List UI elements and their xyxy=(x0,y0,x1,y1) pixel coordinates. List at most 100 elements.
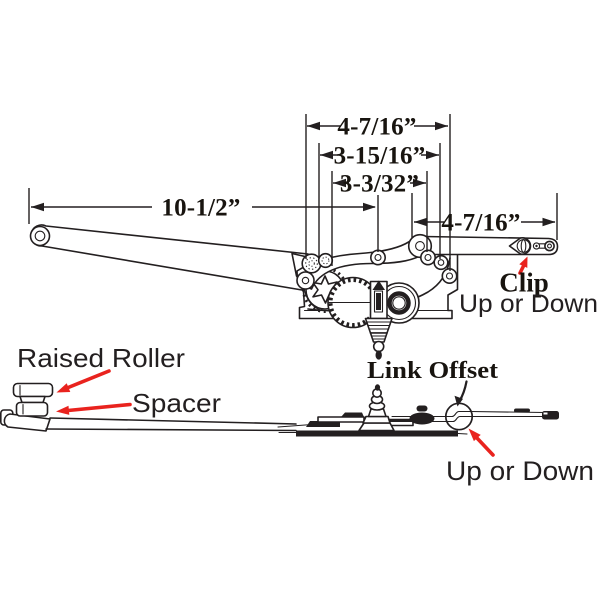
plate-outline xyxy=(317,416,365,423)
roller-ring-hub xyxy=(387,291,411,315)
link-end-notch xyxy=(543,412,548,415)
base-bar-extension xyxy=(457,432,468,435)
dimension-overall-top: 4-7/16” xyxy=(305,114,451,271)
link-offset-jog-top xyxy=(445,410,472,418)
link-offset-label: Link Offset xyxy=(367,358,498,384)
screw xyxy=(369,249,386,266)
base-bar-black xyxy=(296,430,458,437)
screw xyxy=(419,249,436,266)
clip-detail xyxy=(508,237,555,255)
direction-label: Up or Down xyxy=(446,456,594,486)
worm-column xyxy=(358,384,395,432)
operator-arm xyxy=(29,224,309,291)
screw-texture xyxy=(321,256,330,265)
knurled-screw-texture xyxy=(308,260,315,267)
spacer-label: Spacer xyxy=(132,388,221,418)
arrowhead-left xyxy=(333,178,346,188)
pivot-hole xyxy=(415,241,425,251)
dimension-arm-length: 10-1/2” xyxy=(28,188,379,252)
side-view-diagram: Raised Roller Spacer Link Offset Up or D… xyxy=(0,343,594,486)
worm-taper-lower xyxy=(369,332,388,343)
worm-slot-fill xyxy=(376,293,381,310)
mounting-screws xyxy=(301,249,458,284)
arrowhead-left xyxy=(414,217,427,227)
red-arrow-shaft xyxy=(66,402,132,413)
column-tip xyxy=(374,384,381,391)
roller-ring-hole xyxy=(392,296,406,310)
red-arrowhead xyxy=(56,383,71,393)
link-clip-bump xyxy=(514,408,530,413)
roller-ring xyxy=(378,282,420,324)
arrowhead-left xyxy=(320,150,333,160)
top-view-diagram: 4-7/16” 3-15/16” 3-3/32” xyxy=(28,114,598,360)
arrowhead-right xyxy=(363,202,376,212)
link-side xyxy=(391,405,559,425)
worm-tip xyxy=(375,350,382,360)
arrowhead-left xyxy=(307,121,320,131)
clip-end-hole xyxy=(547,243,552,249)
dimension-text: 3-3/32” xyxy=(340,171,419,198)
raised-roller-label: Raised Roller xyxy=(17,343,185,373)
screw-hole xyxy=(424,253,432,262)
dimension-text: 4-7/16” xyxy=(441,210,520,237)
black-arrowhead xyxy=(454,395,463,407)
roller-stack xyxy=(0,382,54,432)
worm-ball xyxy=(372,340,385,353)
spacer-cylinder xyxy=(15,401,49,417)
bar-bottom-edge xyxy=(45,428,297,432)
direction-callout: Up or Down xyxy=(446,428,594,486)
arm-end-hole-inner xyxy=(34,230,46,242)
red-arrowhead xyxy=(468,428,481,442)
raised-roller-callout: Raised Roller xyxy=(17,343,185,393)
link-arm xyxy=(422,235,559,256)
red-arrow-shaft xyxy=(518,264,526,275)
column-flange xyxy=(362,415,391,424)
bar-inner-line xyxy=(277,423,313,428)
clip-label: Clip xyxy=(499,268,549,298)
clip-roller-axle xyxy=(520,239,527,253)
screw-hole xyxy=(437,259,445,266)
link-offset-jog-bottom xyxy=(445,415,472,423)
dimension-text: 4-7/16” xyxy=(337,114,416,141)
bar-top-edge xyxy=(49,417,297,425)
clip-end-eyelet xyxy=(544,240,555,252)
red-arrow-shaft xyxy=(65,369,111,390)
rivet-cap xyxy=(416,405,428,412)
arch-arm-boss-hole xyxy=(301,276,310,285)
arch-arm-boss xyxy=(296,271,315,290)
red-arrowhead xyxy=(519,256,528,268)
arrowhead-right xyxy=(413,178,426,188)
roller-collar xyxy=(19,395,46,404)
arm-body xyxy=(30,224,309,291)
screw-hole xyxy=(445,272,454,280)
red-arrowhead xyxy=(56,405,70,415)
dimension-middle: 3-15/16” xyxy=(318,143,441,259)
dimension-text: 3-15/16” xyxy=(334,143,426,170)
roller-base-bracket xyxy=(3,413,51,432)
plate-hump-black xyxy=(341,412,364,417)
arrowhead-right xyxy=(435,121,448,131)
rivet-lens xyxy=(409,412,435,425)
dimension-link-length: 4-7/16” xyxy=(411,193,558,240)
arm-bar-side xyxy=(45,417,313,432)
link-right-top xyxy=(470,410,546,414)
worm-top-pointer xyxy=(372,280,385,290)
red-arrow-shaft xyxy=(474,435,495,457)
screw xyxy=(317,252,334,269)
clip-pin-dot xyxy=(535,244,538,248)
operator-base xyxy=(278,412,468,437)
spacer-callout: Spacer xyxy=(56,388,221,418)
link-end-cap xyxy=(542,411,559,420)
clip-direction-label: Up or Down xyxy=(459,290,598,318)
arm-end-hole xyxy=(29,225,51,247)
arrowhead-left xyxy=(31,202,44,212)
arrowhead-right xyxy=(542,217,556,227)
link-offset-callout: Link Offset xyxy=(367,358,498,407)
worm-slot xyxy=(373,290,384,313)
screw xyxy=(433,254,449,271)
raised-roller-cap xyxy=(12,382,54,398)
arrowhead-right xyxy=(426,150,439,160)
screw-hole xyxy=(374,253,382,262)
